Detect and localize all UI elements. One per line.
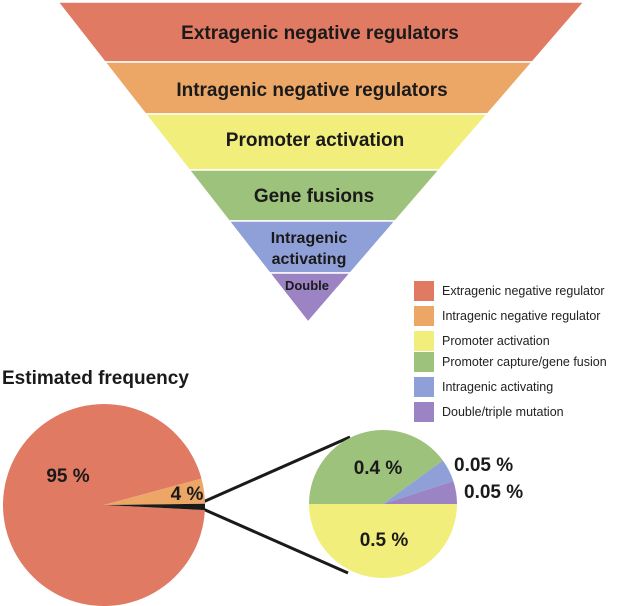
detail-pie-label-0-5: 0.5 % xyxy=(360,530,409,551)
detail-pie-slice-double-triple xyxy=(383,481,457,504)
connector-line-bottom xyxy=(202,507,349,575)
connector-line-top xyxy=(202,435,351,504)
main-pie-label-4: 4 % xyxy=(171,484,204,505)
legend-swatch-extragenic xyxy=(414,281,434,301)
main-pie: 95 % 4 % xyxy=(3,404,205,606)
main-pie-label-95: 95 % xyxy=(46,466,89,487)
legend-label-extragenic: Extragenic negative regulator xyxy=(442,284,605,298)
frequency-title: Estimated frequency xyxy=(2,368,189,389)
detail-pie-label-0-05-a: 0.05 % xyxy=(454,455,513,476)
main-pie-slice-extragenic xyxy=(3,404,205,606)
legend-swatch-double-triple xyxy=(414,402,434,422)
main-pie-slice-intragenic-negative xyxy=(104,478,205,505)
pyramid-label-double: Double xyxy=(285,278,329,293)
pyramid-label-intragenic-activating-line2: activating xyxy=(272,251,347,268)
legend-swatch-promoter-activation xyxy=(414,331,434,351)
detail-pie-slice-promoter-activation xyxy=(309,504,457,578)
legend-label-gene-fusion: Promoter capture/gene fusion xyxy=(442,355,607,369)
pyramid-label-intragenic-negative: Intragenic negative regulators xyxy=(176,80,447,101)
pyramid-band-double xyxy=(268,272,352,324)
detail-pie-slice-intragenic-activating xyxy=(383,460,454,504)
legend-label-intragenic-negative: Intragenic negative regulator xyxy=(442,309,600,323)
main-pie-slice-other xyxy=(104,503,205,511)
pyramid-label-intragenic-activating-line1: Intragenic xyxy=(271,230,348,247)
legend-swatch-intragenic-negative xyxy=(414,306,434,326)
detail-pie-label-0-4: 0.4 % xyxy=(354,458,403,479)
legend-label-double-triple: Double/triple mutation xyxy=(442,405,564,419)
legend-label-promoter-activation: Promoter activation xyxy=(442,334,550,348)
detail-pie-label-0-05-b: 0.05 % xyxy=(464,482,523,503)
pyramid-label-extragenic: Extragenic negative regulators xyxy=(181,23,459,44)
detail-pie: 0.5 % 0.4 % 0.05 % 0.05 % xyxy=(309,429,523,578)
pyramid-label-promoter-activation: Promoter activation xyxy=(226,130,404,151)
legend: Extragenic negative regulator Intragenic… xyxy=(414,281,607,422)
legend-label-intragenic-activating: Intragenic activating xyxy=(442,380,553,394)
legend-swatch-gene-fusion xyxy=(414,352,434,372)
detail-pie-slice-gene-fusion xyxy=(309,429,443,504)
legend-swatch-intragenic-activating xyxy=(414,377,434,397)
pyramid-label-gene-fusions: Gene fusions xyxy=(254,186,374,207)
pyramid: Extragenic negative regulators Intrageni… xyxy=(56,1,586,324)
